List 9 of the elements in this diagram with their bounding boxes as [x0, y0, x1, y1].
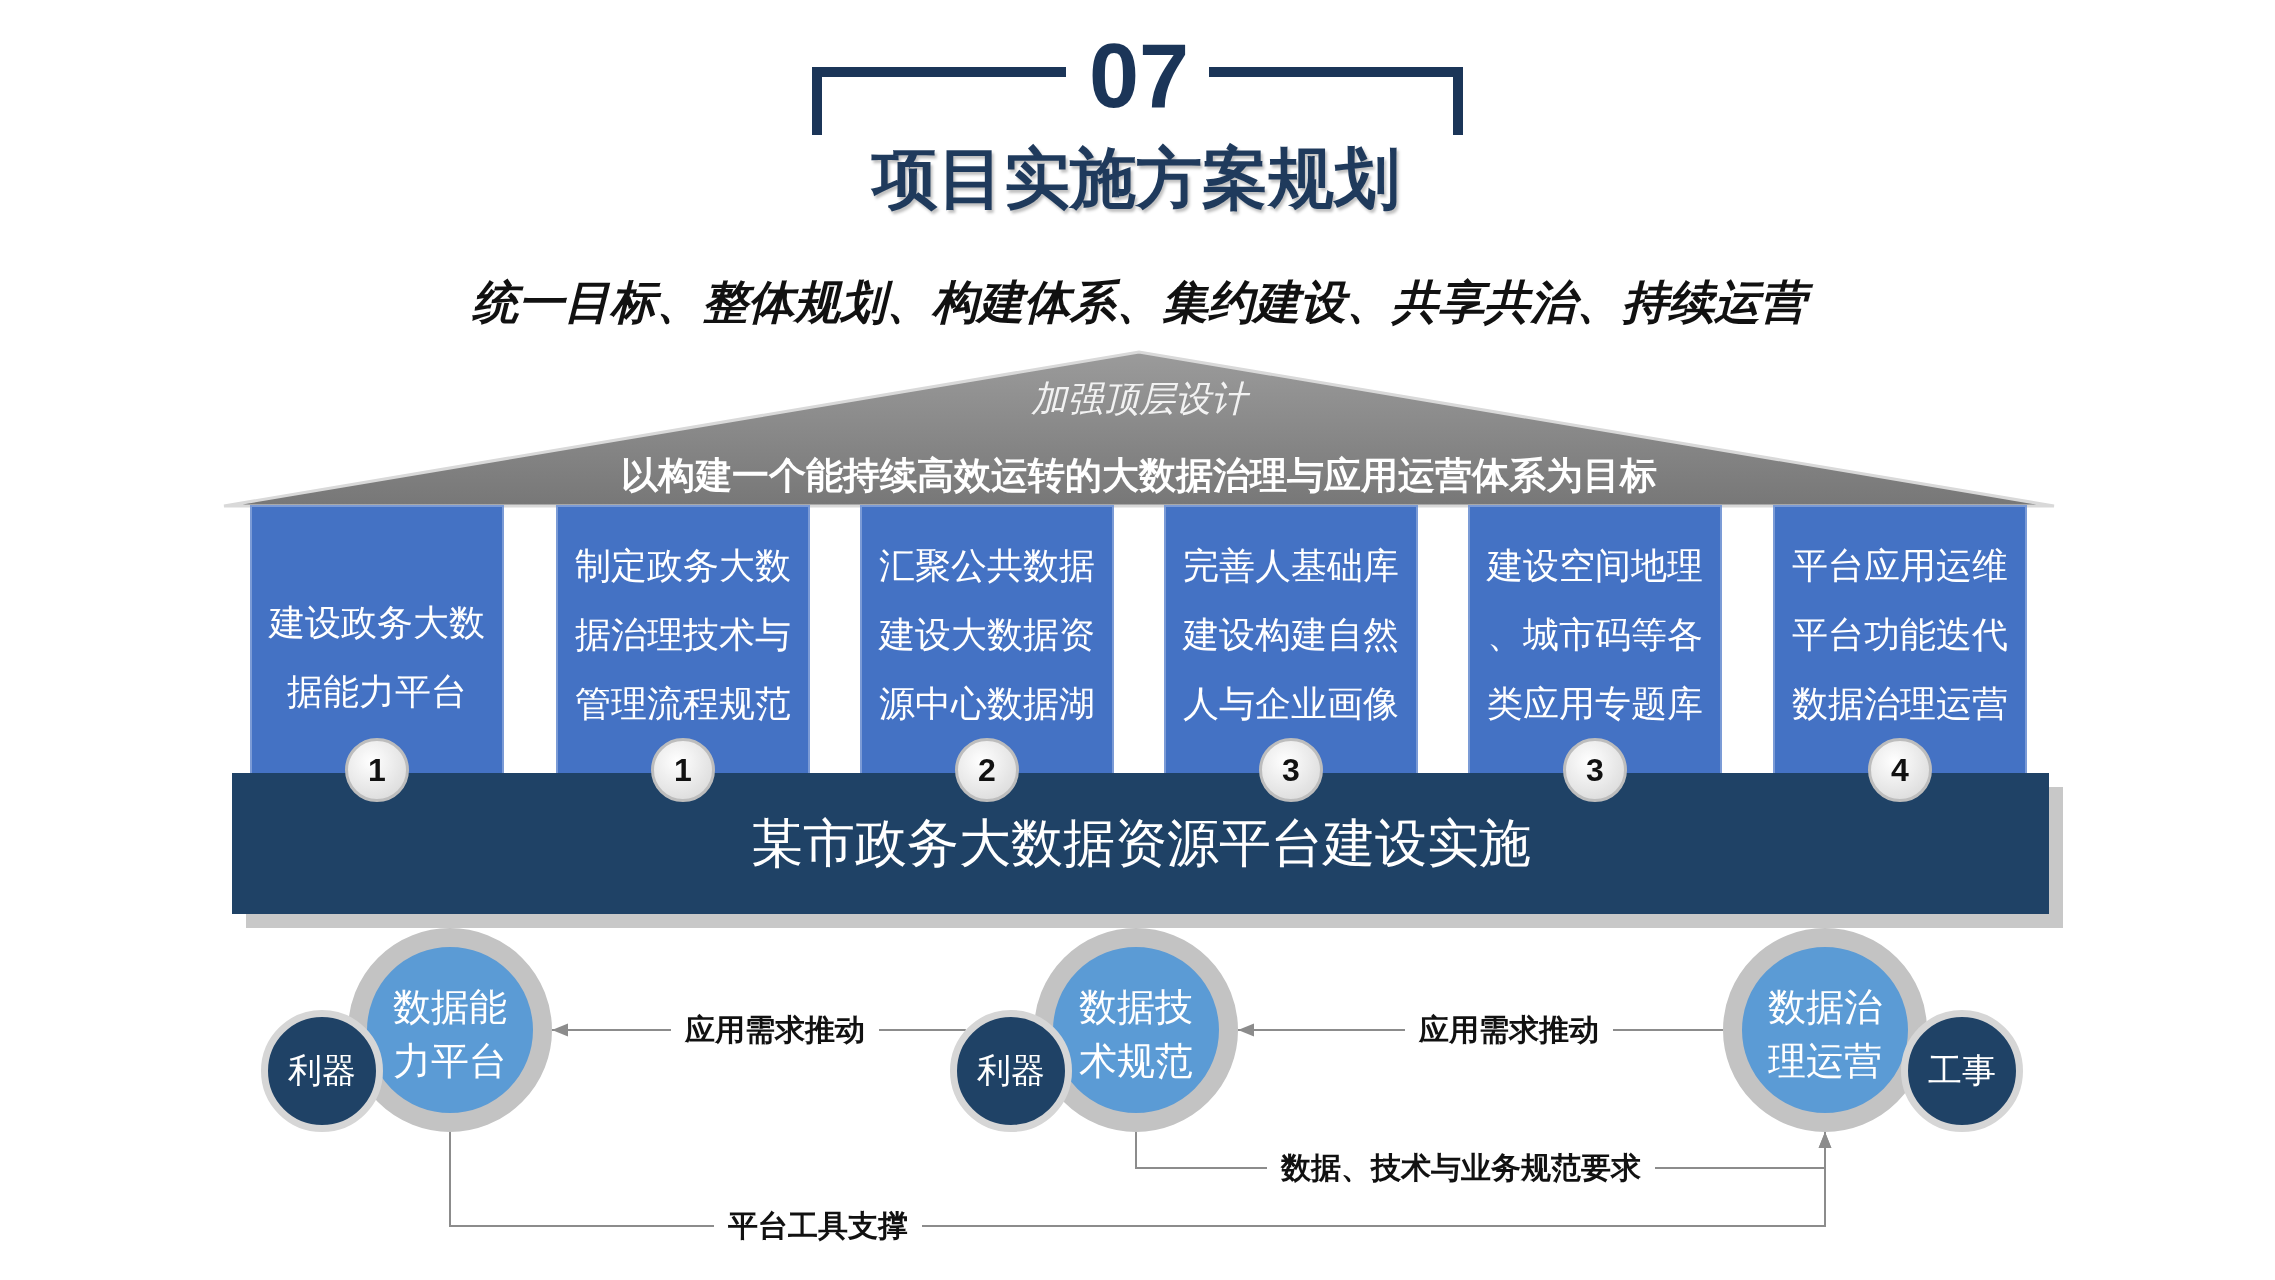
- tag-circle: 工事: [1901, 1010, 2023, 1132]
- tag-circle: 利器: [950, 1010, 1072, 1132]
- section-number: 07: [1088, 31, 1190, 121]
- topic-circle: 数据治理运营: [1723, 928, 1927, 1132]
- roof-text: 以构建一个能持续高效运转的大数据治理与应用运营体系为目标: [621, 454, 1657, 498]
- roof-heading: 加强顶层设计: [1023, 378, 1255, 420]
- subtitle: 统一目标、整体规划、构建体系、集约建设、共享共治、持续运营: [454, 271, 1824, 333]
- page-title: 项目实施方案规划: [872, 141, 1401, 218]
- tag-circle: 利器: [261, 1010, 383, 1132]
